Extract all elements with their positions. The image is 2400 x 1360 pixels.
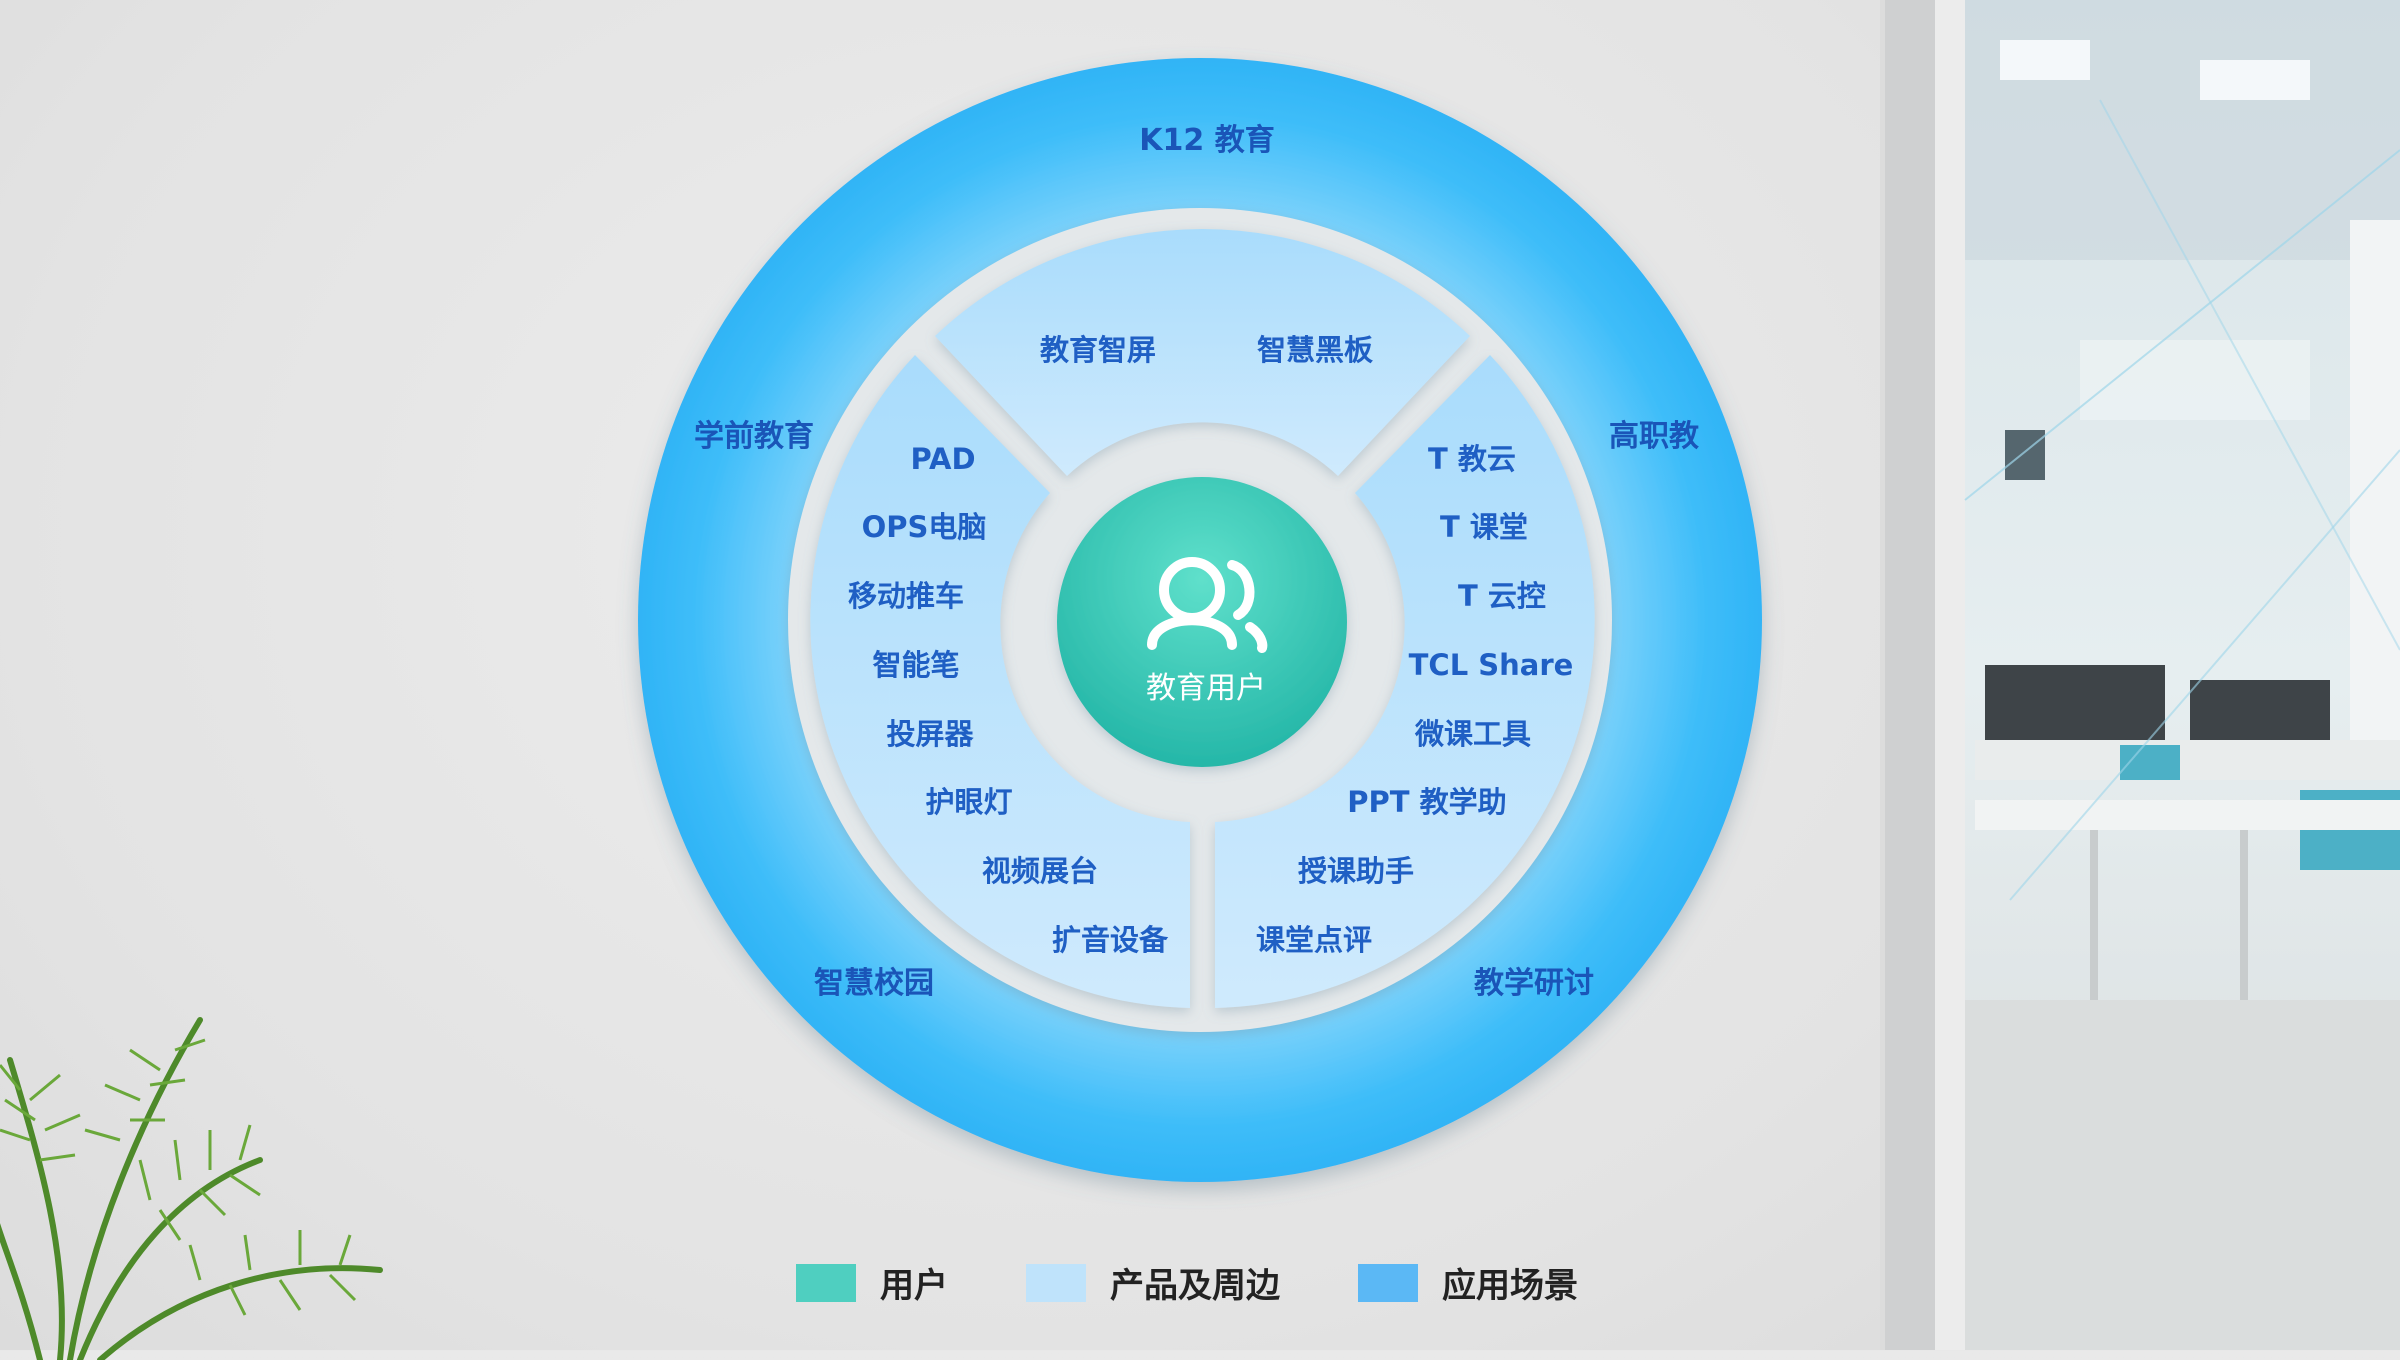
software-label: PPT 教学助 [1347,785,1506,819]
product-label: 智慧黑板 [1257,333,1374,367]
outer-label-teaching-research: 教学研讨 [1474,966,1594,1001]
outer-label-smart-campus: 智慧校园 [814,966,934,1001]
legend-item-scenarios: 应用场景 [1358,1258,1578,1307]
segment-left [810,355,1190,1008]
software-label: TCL Share [1409,648,1574,682]
segment-top [935,229,1470,476]
product-label: 扩音设备 [1052,923,1169,957]
software-label: 课堂点评 [1256,923,1372,957]
legend-swatch [1026,1263,1086,1302]
outer-label-k12: K12 教育 [1139,123,1274,158]
users-icon [1147,557,1268,653]
software-label: T 教云 [1428,442,1516,476]
outer-label-vocational: 高职教 [1609,419,1699,454]
product-label: 教育智屏 [1040,333,1156,367]
product-label: PAD [910,442,975,476]
product-label: OPS电脑 [862,510,987,544]
software-label: 授课助手 [1298,854,1414,888]
outer-label-preschool: 学前教育 [694,419,814,454]
legend-swatch [796,1263,856,1302]
software-label: T 云控 [1458,579,1546,613]
legend-label: 产品及周边 [1110,1266,1280,1306]
center-label: 教育用户 [1146,671,1266,706]
legend-swatch [1358,1263,1418,1302]
product-label: 护眼灯 [925,785,1012,819]
legend-item-user: 用户 [796,1258,948,1307]
software-label: T 课堂 [1440,510,1528,544]
product-label: 智能笔 [872,648,959,682]
product-label: 视频展台 [982,854,1098,888]
legend-label: 用户 [880,1266,948,1306]
segment-right [1215,355,1595,1008]
legend-item-products: 产品及周边 [1026,1258,1280,1307]
legend: 用户 产品及周边 应用场景 [796,1258,1656,1307]
product-label: 移动推车 [848,579,964,613]
software-label: 微课工具 [1414,717,1531,751]
legend-label: 应用场景 [1442,1266,1578,1306]
product-label: 投屏器 [886,717,974,751]
plant-decoration [0,1017,383,1360]
